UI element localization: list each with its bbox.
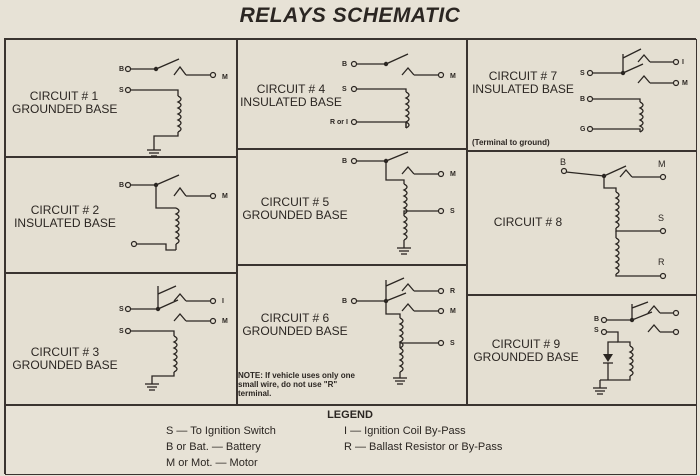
- terminal-label: M: [450, 73, 456, 80]
- terminal-label: M: [450, 308, 456, 315]
- circuit-5-panel: CIRCUIT # 5 GROUNDED BASE B M S: [237, 149, 467, 265]
- terminal-label: M: [658, 159, 666, 169]
- circuit-1-title: CIRCUIT # 1 GROUNDED BASE: [12, 89, 118, 116]
- terminal-label: S: [580, 70, 585, 77]
- circuit-6-note: NOTE: If vehicle uses only one small wir…: [238, 371, 355, 398]
- terminal-label: S: [119, 328, 124, 335]
- terminal-label: S: [658, 213, 665, 223]
- circuit-4-title: CIRCUIT # 4 INSULATED BASE: [240, 82, 342, 109]
- circuit-7-title: CIRCUIT # 7 INSULATED BASE: [472, 69, 574, 96]
- terminal-label: S: [342, 86, 347, 93]
- terminal-label: B: [594, 316, 600, 323]
- terminal-label: B: [580, 96, 586, 103]
- terminal-label: S: [594, 327, 599, 334]
- terminal-label: B: [119, 182, 125, 189]
- terminal-label: M: [222, 318, 228, 325]
- terminal-label: M: [222, 74, 228, 81]
- terminal-label: G: [580, 126, 586, 133]
- circuit-5-diagram: [350, 151, 445, 255]
- page-title: RELAYS SCHEMATIC: [239, 4, 461, 27]
- circuit-2-panel: CIRCUIT # 2 INSULATED BASE B M: [5, 157, 237, 273]
- circuit-8-panel: CIRCUIT # 8 B M S R: [467, 151, 697, 295]
- circuit-7-diagram: [586, 48, 680, 133]
- terminal-label: S: [450, 208, 455, 215]
- terminal-label: I: [222, 298, 224, 305]
- legend-item-b: B or Bat. — Battery: [166, 441, 261, 453]
- circuit-4-panel: CIRCUIT # 4 INSULATED BASE B S R or I M: [237, 39, 467, 149]
- terminal-label: R or I: [330, 119, 348, 126]
- legend-title: LEGEND: [327, 409, 373, 421]
- circuit-8-title: CIRCUIT # 8: [493, 215, 563, 229]
- circuit-6-panel: CIRCUIT # 6 GROUNDED BASE NOTE: If vehic…: [237, 265, 467, 405]
- circuit-3-title: CIRCUIT # 3 GROUNDED BASE: [12, 345, 118, 372]
- terminal-label: M: [450, 171, 456, 178]
- legend-item-r: R — Ballast Resistor or By-Pass: [344, 441, 503, 453]
- terminal-label: S: [119, 306, 124, 313]
- terminal-label: M: [222, 193, 228, 200]
- legend-item-s: S — To Ignition Switch: [166, 425, 276, 437]
- circuit-9-diagram: [593, 301, 680, 395]
- terminal-label: B: [119, 66, 125, 73]
- circuit-3-diagram: [124, 285, 217, 391]
- schematic-frame: CIRCUIT # 1 GROUNDED BASE B S M CIRCUIT …: [4, 38, 697, 475]
- circuit-9-title: CIRCUIT # 9 GROUNDED BASE: [473, 337, 579, 364]
- terminal-label: M: [682, 80, 688, 87]
- legend-item-i: I — Ignition Coil By-Pass: [344, 425, 466, 437]
- terminal-label: R: [450, 288, 456, 295]
- circuit-4-diagram: [350, 53, 445, 129]
- circuit-8-diagram: [560, 165, 667, 280]
- terminal-label: B: [342, 158, 348, 165]
- legend-item-m: M or Mot. — Motor: [166, 457, 258, 469]
- circuit-3-panel: CIRCUIT # 3 GROUNDED BASE S S I M: [5, 273, 237, 405]
- legend-panel: [5, 405, 697, 475]
- circuit-1-diagram: [124, 58, 217, 157]
- circuit-6-diagram: [350, 277, 445, 385]
- circuit-2-diagram: [124, 174, 217, 251]
- circuit-7-note: (Terminal to ground): [472, 138, 550, 147]
- circuit-5-title: CIRCUIT # 5 GROUNDED BASE: [242, 195, 348, 222]
- terminal-label: B: [560, 157, 567, 167]
- terminal-label: B: [342, 298, 348, 305]
- circuit-9-panel: CIRCUIT # 9 GROUNDED BASE B S: [467, 295, 697, 405]
- circuit-1-panel: CIRCUIT # 1 GROUNDED BASE B S M: [5, 39, 237, 157]
- terminal-label: I: [682, 59, 684, 66]
- terminal-label: S: [450, 340, 455, 347]
- terminal-label: B: [342, 61, 348, 68]
- terminal-label: R: [658, 257, 665, 267]
- circuit-2-title: CIRCUIT # 2 INSULATED BASE: [14, 203, 116, 230]
- circuit-6-title: CIRCUIT # 6 GROUNDED BASE: [242, 311, 348, 338]
- circuit-7-panel: CIRCUIT # 7 INSULATED BASE (Terminal to …: [467, 39, 697, 151]
- terminal-label: S: [119, 87, 124, 94]
